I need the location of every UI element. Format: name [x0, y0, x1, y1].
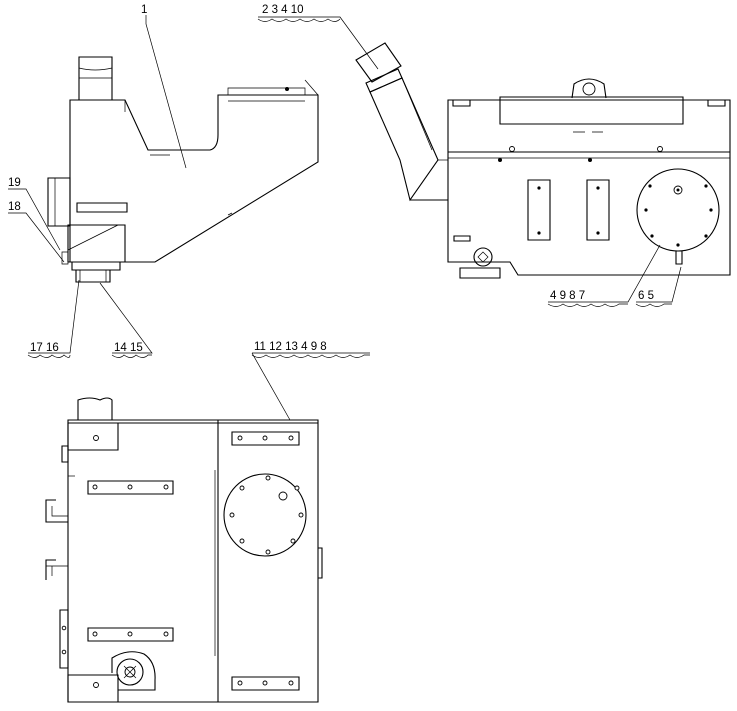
- callout-19: 19: [8, 177, 21, 189]
- side-view: [47, 56, 319, 283]
- plan-view: [45, 397, 323, 703]
- plan-view-leaders: [251, 352, 370, 421]
- callout-side-view-top: 1: [141, 4, 147, 16]
- front-view: [355, 42, 731, 279]
- front-view-leaders: [257, 16, 682, 307]
- side-view-leaders: [8, 15, 187, 358]
- callout-plan-view-top: 11 12 13 4 9 8: [254, 341, 327, 353]
- callout-side-bottom-left: 17 16: [30, 342, 59, 354]
- callout-front-view-top: 2 3 4 10: [262, 4, 304, 16]
- callout-side-bottom-right: 14 15: [114, 342, 143, 354]
- callout-18: 18: [8, 201, 21, 213]
- callout-front-bottom-left: 4 9 8 7: [550, 290, 585, 302]
- callout-front-bottom-right: 6 5: [638, 290, 654, 302]
